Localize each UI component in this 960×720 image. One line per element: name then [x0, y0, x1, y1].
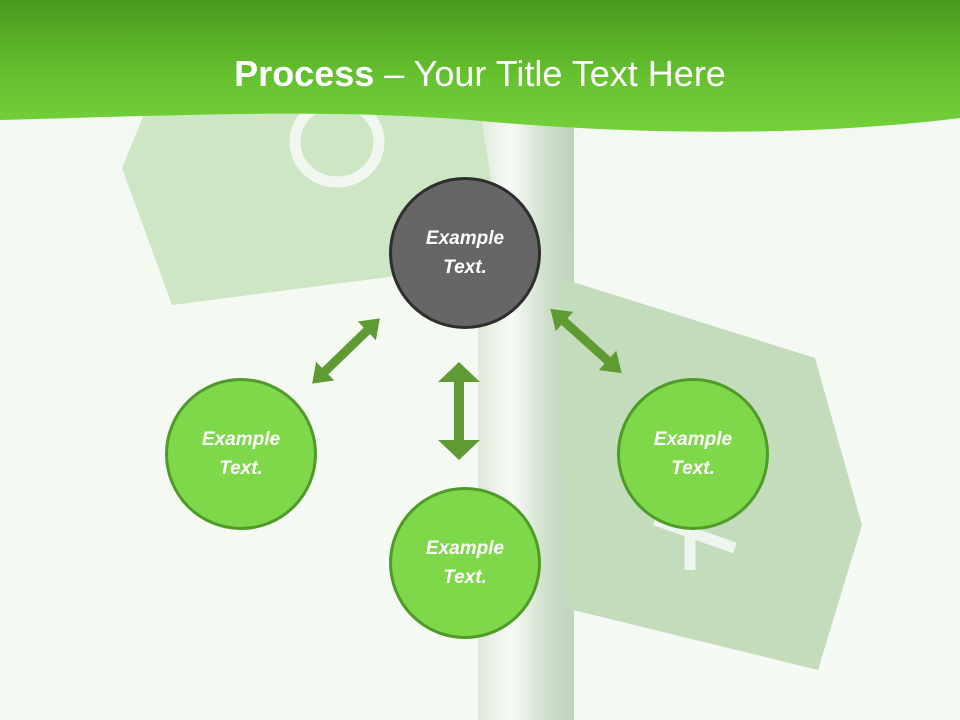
right-node-label: Example Text. — [653, 429, 733, 479]
arrows — [312, 308, 622, 460]
center-node-label: Example Text. — [425, 228, 505, 278]
left-node: Example Text. — [165, 378, 317, 530]
arrow-vertical — [438, 362, 480, 460]
arrow-right-diagonal — [550, 308, 622, 374]
bottom-node-label: Example Text. — [425, 538, 505, 588]
header-band — [0, 0, 960, 132]
slide-title: Process – Your Title Text Here — [0, 52, 960, 96]
right-node: Example Text. — [617, 378, 769, 530]
title-rest: – Your Title Text Here — [374, 53, 726, 94]
left-node-label: Example Text. — [201, 429, 281, 479]
bottom-node: Example Text. — [389, 487, 541, 639]
arrow-left-diagonal — [312, 318, 380, 384]
center-node: Example Text. — [389, 177, 541, 329]
title-bold: Process — [234, 53, 375, 94]
